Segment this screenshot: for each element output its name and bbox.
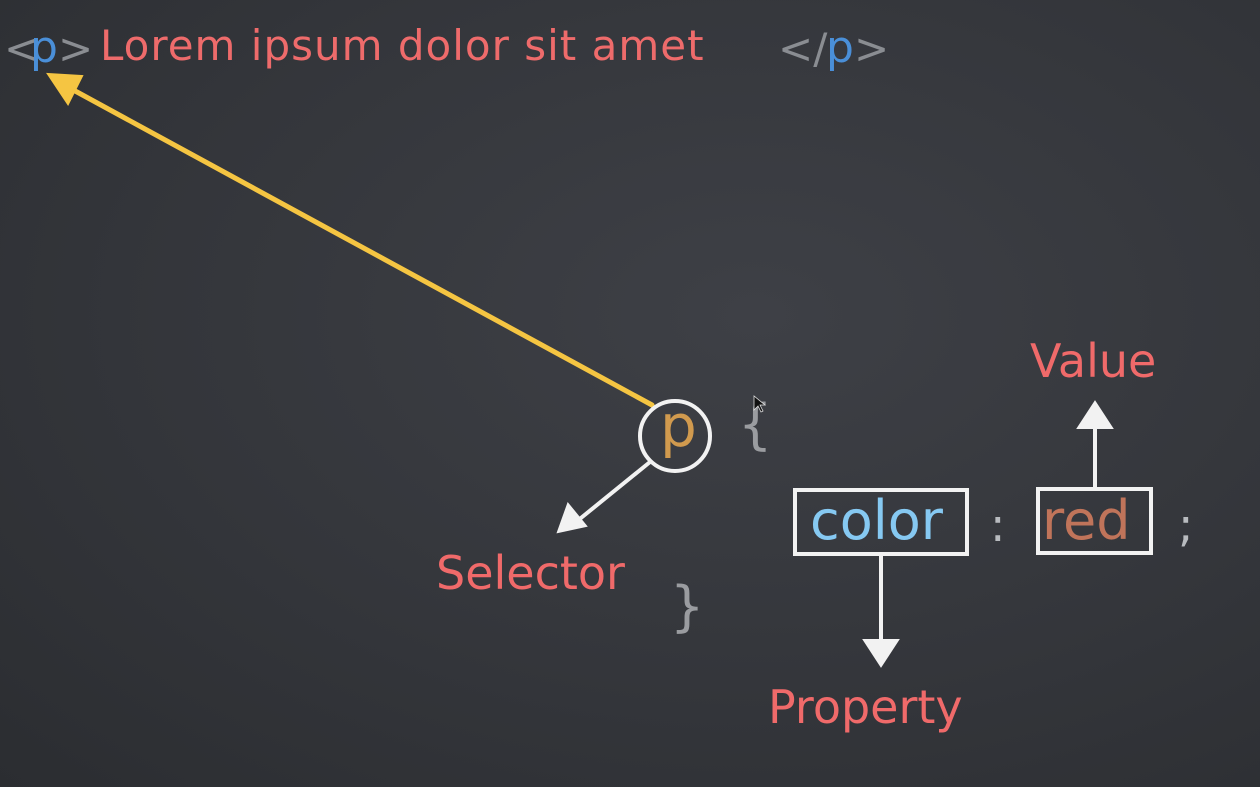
html-close-tag: p — [826, 22, 854, 73]
css-selector: p — [660, 392, 697, 460]
html-close-lt: </ — [778, 24, 828, 73]
value-arrow — [1076, 400, 1114, 489]
yellow-arrow — [46, 72, 655, 408]
property-label: Property — [768, 680, 963, 734]
css-value: red — [1042, 489, 1131, 552]
html-open-tag: p — [30, 22, 58, 73]
css-colon: : — [990, 498, 1006, 552]
property-arrow — [862, 554, 900, 668]
html-open-gt: > — [58, 24, 94, 73]
value-label: Value — [1030, 334, 1157, 388]
open-brace: { — [738, 393, 773, 456]
css-property: color — [810, 489, 943, 552]
selector-arrow — [556, 460, 652, 534]
css-semicolon: ; — [1178, 498, 1194, 552]
selector-label: Selector — [436, 546, 625, 600]
html-close-gt: > — [854, 24, 890, 73]
close-brace: } — [670, 575, 705, 638]
value-box — [1036, 487, 1153, 555]
html-content: Lorem ipsum dolor sit amet — [100, 21, 705, 70]
html-open-lt: < — [4, 24, 40, 73]
selector-circle — [638, 399, 712, 473]
